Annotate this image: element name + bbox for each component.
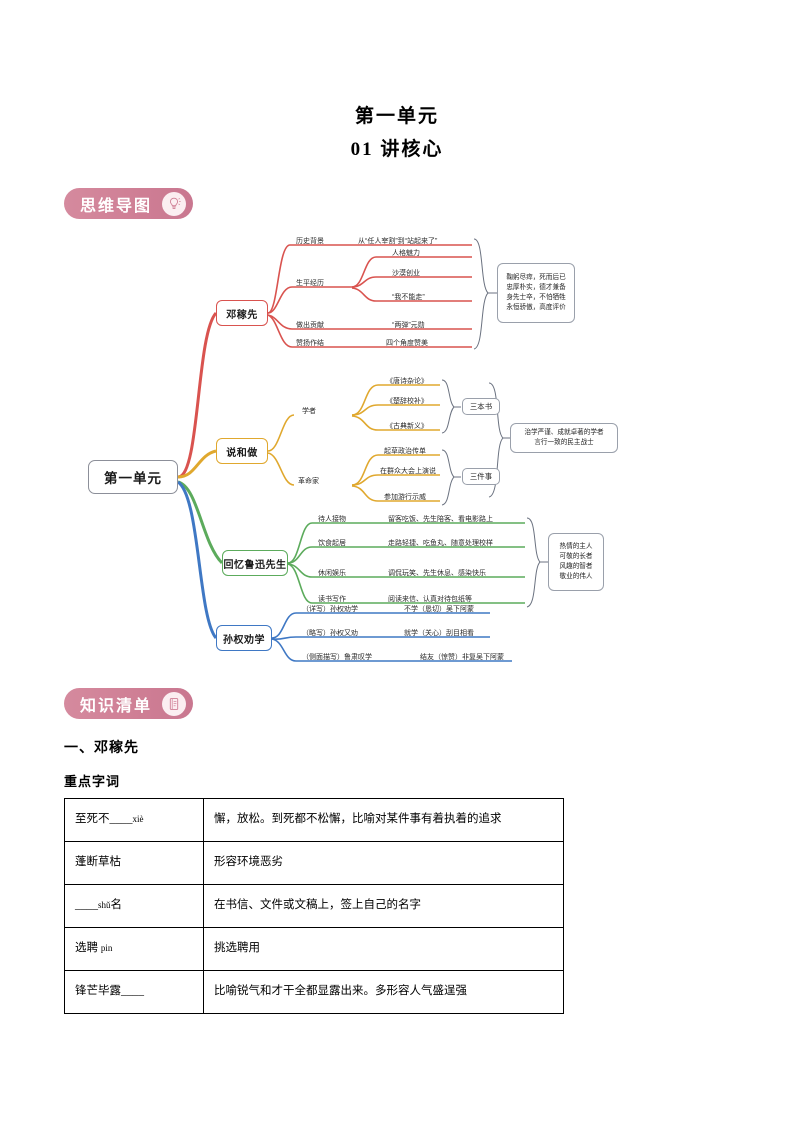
table-cell-definition: 在书信、文件或文稿上，签上自己的名字 xyxy=(203,884,564,928)
mindmap-sub-label: 历史背景 xyxy=(296,238,324,245)
summary-line: 热情的主人 xyxy=(559,542,593,550)
lightbulb-icon xyxy=(162,191,187,216)
term-pinyin: shǔ xyxy=(98,900,111,911)
mindmap-tag: 三件事 xyxy=(462,468,500,485)
mindmap-leaf: 从“任人宰割”到“站起来了” xyxy=(358,238,438,245)
mindmap-leaf: 参加游行示威 xyxy=(384,494,426,501)
table-cell-term: 锋芒毕露____ xyxy=(64,970,204,1014)
mindmap-sub-label: 革命家 xyxy=(298,478,319,485)
mindmap-branch-shuoherzuo[interactable]: 说和做 xyxy=(216,438,268,464)
term-text: 蓬断草枯 xyxy=(75,856,121,869)
term-pinyin: pin xyxy=(100,943,113,954)
notebook-icon xyxy=(162,691,187,716)
summary-line: 治学严谨、成就卓著的学者 xyxy=(524,428,604,436)
summary-line: 可敬的长者 xyxy=(559,552,593,560)
mindmap-sub-label: 待人接物 xyxy=(318,516,346,523)
mindmap-leaf: 四个角度赞美 xyxy=(386,340,428,347)
table-row: 选聘 pin 挑选聘用 xyxy=(64,927,564,971)
summary-line: 言行一致的民主战士 xyxy=(534,439,594,446)
page-title: 第一单元 xyxy=(354,106,439,127)
table-cell-term: ____shǔ名 xyxy=(64,884,204,928)
table-cell-definition: 懈，放松。到死都不松懈，比喻对某件事有着执着的追求 xyxy=(203,798,564,842)
table-cell-definition: 形容环境恶劣 xyxy=(203,841,564,885)
section-badge-knowledge-label: 知识清单 xyxy=(80,697,153,715)
mindmap-summary-box: 治学严谨、成就卓著的学者 言行一致的民主战士 xyxy=(510,423,618,453)
mindmap-diagram: 第一单元 邓稼先 说和做 回忆鲁迅先生 孙权劝学 历史背景 生平经历 做出贡献 … xyxy=(0,225,794,675)
mindmap-leaf: “我不能走” xyxy=(392,294,425,301)
mindmap-sub-label: 赞扬作结 xyxy=(296,340,324,347)
summary-line: 敬业的伟人 xyxy=(559,573,593,581)
table-row: 蓬断草枯 形容环境恶劣 xyxy=(64,841,564,885)
mindmap-leaf: “两弹”元勋 xyxy=(392,322,425,329)
term-tail: 名 xyxy=(110,899,123,912)
mindmap-sub-label: （详写）孙权劝学 xyxy=(302,606,358,613)
mindmap-sub-label: 饮食起居 xyxy=(318,540,346,547)
vocabulary-table: 至死不____xiè 懈，放松。到死都不松懈，比喻对某件事有着执着的追求 蓬断草… xyxy=(64,798,564,1014)
mindmap-sub-label: 休闲娱乐 xyxy=(318,570,346,577)
summary-line: 风趣的智者 xyxy=(559,563,593,570)
mindmap-leaf: 在群众大会上演说 xyxy=(380,468,436,475)
term-text: 至死不____ xyxy=(75,813,133,826)
knowledge-subheading: 重点字词 xyxy=(64,774,121,789)
mindmap-sub-label: 生平经历 xyxy=(296,280,324,287)
mindmap-leaf: 起草政治传单 xyxy=(384,448,426,455)
mindmap-leaf: 留客吃饭、先生陪客、看电影路上 xyxy=(388,516,493,523)
mindmap-leaf: 阅读来信、认真对待包纸等 xyxy=(388,596,472,603)
mindmap-leaf: 沙漠创业 xyxy=(392,270,420,277)
mindmap-leaf: 就学（关心）刮目相看 xyxy=(404,630,474,637)
mindmap-root-node[interactable]: 第一单元 xyxy=(88,460,178,494)
mindmap-tag: 三本书 xyxy=(462,398,500,415)
mindmap-summary-box: 鞠躬尽瘁，死而后已 忠厚朴实，德才兼备 身先士卒，不怕牺牲 永恒骄傲，高度评价 xyxy=(497,263,575,323)
mindmap-branch-sunquanquanxue[interactable]: 孙权劝学 xyxy=(216,625,272,651)
mindmap-branch-huiyiluxun[interactable]: 回忆鲁迅先生 xyxy=(222,550,288,576)
mindmap-leaf: 结友（惊赞）非复吴下阿蒙 xyxy=(420,654,504,661)
mindmap-leaf: 《古典新义》 xyxy=(386,423,428,430)
section-badge-mindmap-label: 思维导图 xyxy=(80,197,153,215)
summary-line: 身先士卒，不怕牺牲 xyxy=(506,294,566,301)
page-subtitle: 01 讲核心 xyxy=(350,139,444,160)
knowledge-heading: 一、邓稼先 xyxy=(64,741,139,756)
mindmap-sub-label: 读书写作 xyxy=(318,596,346,603)
table-cell-term: 蓬断草枯 xyxy=(64,841,204,885)
mindmap-summary-box: 热情的主人 可敬的长者 风趣的智者 敬业的伟人 xyxy=(548,533,604,591)
table-cell-term: 选聘 pin xyxy=(64,927,204,971)
summary-line: 永恒骄傲，高度评价 xyxy=(506,304,566,312)
table-row: ____shǔ名 在书信、文件或文稿上，签上自己的名字 xyxy=(64,884,564,928)
term-pinyin: xiè xyxy=(132,814,144,825)
table-cell-definition: 挑选聘用 xyxy=(203,927,564,971)
mindmap-leaf: 人格魅力 xyxy=(392,250,420,257)
term-text: 选聘 xyxy=(75,942,98,955)
mindmap-sub-label: （略写）孙权又劝 xyxy=(302,630,358,637)
mindmap-connectors xyxy=(176,238,548,662)
table-row: 至死不____xiè 懈，放松。到死都不松懈，比喻对某件事有着执着的追求 xyxy=(64,798,564,842)
mindmap-leaf: 《唐诗杂论》 xyxy=(386,378,428,385)
section-badge-knowledge: 知识清单 xyxy=(64,688,194,719)
mindmap-branch-dengjiaxian[interactable]: 邓稼先 xyxy=(216,300,268,326)
summary-line: 忠厚朴实，德才兼备 xyxy=(506,283,566,291)
term-text: ____ xyxy=(75,899,98,912)
summary-line: 鞠躬尽瘁，死而后已 xyxy=(506,273,566,281)
mindmap-leaf: 《楚辞校补》 xyxy=(386,398,428,405)
mindmap-sub-label: 做出贡献 xyxy=(296,322,324,329)
table-row: 锋芒毕露____ 比喻锐气和才干全都显露出来。多形容人气盛逞强 xyxy=(64,970,564,1014)
mindmap-sub-label: 学者 xyxy=(302,408,316,415)
mindmap-leaf: 调侃玩笑、先生休息、感染快乐 xyxy=(388,570,486,577)
mindmap-leaf: 不学（恳切）吴下阿蒙 xyxy=(404,606,474,613)
table-cell-definition: 比喻锐气和才干全都显露出来。多形容人气盛逞强 xyxy=(203,970,564,1014)
mindmap-sub-label: （侧面描写）鲁肃叹学 xyxy=(302,654,372,661)
term-text: 锋芒毕露____ xyxy=(75,985,144,998)
section-badge-mindmap: 思维导图 xyxy=(64,188,194,219)
mindmap-leaf: 走路轻捷、吃鱼丸、随意处理校样 xyxy=(388,540,493,547)
table-cell-term: 至死不____xiè xyxy=(64,798,204,842)
